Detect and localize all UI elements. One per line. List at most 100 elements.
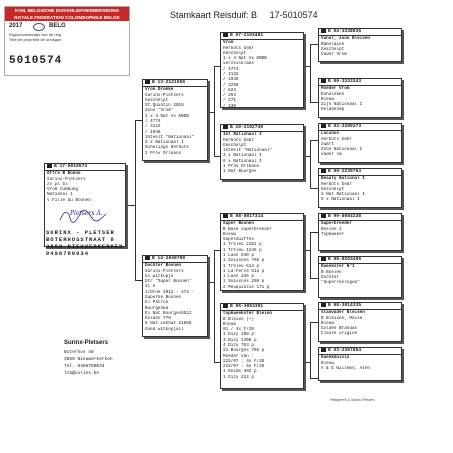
pigeon-card-dsd[interactable]: B 98-8203406 Kweekster N°1 B Boelen Doch…	[318, 256, 402, 298]
card-line: / 3132	[145, 124, 161, 130]
card-line: Golden 770	[145, 316, 171, 322]
certificate-country: BELG	[49, 23, 66, 29]
card-line: Geschelpt	[223, 50, 247, 56]
card-line: B Bleien (+)	[223, 316, 254, 322]
card-line: Dtr "Super Boonen"	[145, 279, 192, 285]
card-line: topkweekster Bleien	[223, 311, 272, 317]
card-line: Schelings Herbots	[145, 145, 189, 151]
ring-header: B 03-2367854	[319, 348, 401, 356]
card-line: 1 Nat Nationaal I	[321, 192, 365, 198]
card-line: Surinx-Pletsers	[145, 92, 184, 98]
ring-header: B 02-3399373	[319, 124, 401, 132]
card-line: El Nat Bourges5512	[145, 310, 192, 316]
connector	[310, 232, 318, 233]
ring-header: B 99-8084238	[319, 214, 401, 222]
owner-stamp: SURINX - PLETSER BOTERHOSSTRAAT 8 3850 N…	[46, 229, 128, 257]
card-line: "Superreologue"	[321, 280, 360, 286]
card-line: Zijn Nationaal I	[321, 102, 363, 108]
pigeon-card-ddd[interactable]: B 03-2367854 Kweekduivin Bleuw A & E Wil…	[318, 347, 402, 381]
email-link[interactable]: lcb@surinx.be	[64, 371, 100, 376]
connector	[304, 156, 310, 157]
connector	[208, 282, 214, 283]
card-line: / 271	[223, 98, 236, 104]
page-title-text: Stamkaart Reisduif: B	[170, 10, 258, 20]
card-line: A & E Willems, Aten	[321, 365, 370, 371]
card-line: Bleuw	[321, 360, 334, 366]
card-line: Super Boonen	[223, 221, 254, 227]
card-line: / 1946	[223, 77, 239, 83]
card-line: Geschelpt	[145, 97, 169, 103]
card-line: 1 Soissons 299 p	[223, 279, 265, 285]
connector	[310, 140, 318, 141]
breeder-address: Surinx-Pletsers Boterhos 48 3850 Nieuwer…	[64, 340, 174, 377]
pigeon-card-sdd[interactable]: B 09-2239763 Beauty National I Herbots G…	[318, 168, 402, 208]
page-title: Stamkaart Reisduif: B 17-5010574	[170, 10, 318, 20]
connector	[310, 44, 318, 45]
card-line: Köhalsben	[321, 91, 345, 97]
card-line: 1 Prov Orléans	[223, 164, 260, 169]
card-line: 224/07 : 4x F/20	[223, 358, 265, 364]
connector	[310, 188, 318, 189]
ring-header: B 98-3014335	[319, 303, 401, 311]
card-line: vader vm	[321, 152, 342, 158]
card-line: Geschelpt	[321, 46, 345, 52]
card-line: Vader Vrom	[321, 52, 347, 58]
card-line: Surinx-Pletsers	[145, 268, 184, 274]
card-line: 01 / 4x F/20	[223, 327, 254, 333]
card-line: Inteelt "Nationaal"	[145, 134, 194, 140]
card-line: B Base superbreeder	[223, 226, 272, 232]
pigeon-card-dss[interactable]: B 99-8084238 Superbreeder Boelen 1 Topkw…	[318, 213, 402, 251]
card-line: Lucanus	[321, 131, 340, 137]
card-line: 1 Reims 492 p	[223, 369, 257, 375]
ring-header: B 17-5010574	[45, 164, 125, 172]
card-line: Herbots Gebr	[223, 137, 254, 143]
card-line: Vrom	[223, 40, 234, 46]
ring-header: B 13-2121055	[143, 80, 207, 88]
certificate-ring-number: 5010574	[9, 55, 63, 67]
card-line: 1 Laon 840 p	[223, 253, 254, 258]
card-line: Beauty National I	[321, 176, 365, 182]
card-line: B Bleisen, Meisa	[321, 315, 363, 321]
connector	[304, 250, 310, 251]
card-line: 1 Tréleu 2181 p	[223, 242, 262, 248]
pigeon-card-dds[interactable]: B 98-3014335 stamvader Bleisen B Bleisen…	[318, 302, 402, 342]
pigeon-card-sss[interactable]: B 04-3338836 Vanor, zoon Bleisen Bábelai…	[318, 28, 402, 62]
signature-scribble	[59, 209, 107, 223]
card-line: 3 Dizy 1308 p	[223, 337, 257, 343]
card-line: Vanor, zoon Bleisen	[321, 36, 370, 42]
card-line: Surinx-Pletsers	[47, 176, 86, 182]
certificate-org-line1: KON. BELGISCHE DUIVENLIEFHEBBERSBOND	[5, 7, 129, 14]
connector	[310, 140, 311, 188]
pigeon-card-ssd[interactable]: B 06-3333343 Moeder Vrom Köhalsben Bleuw…	[318, 78, 402, 118]
card-line: / 3132	[223, 72, 239, 77]
pigeon-card-subject[interactable]: B 17-5010574 Offre B Bonne Surinx-Pletse…	[44, 163, 126, 247]
certificate-owner-fr: Titre de propriété de la bague	[9, 37, 62, 42]
card-line: verzeilklaas	[223, 61, 254, 67]
card-line: 3 x Nationaal I	[223, 153, 262, 159]
pigeon-card-sire-sire[interactable]: B 07-2103481 Vrom Herbots Gebr Geschelpt…	[220, 32, 304, 109]
card-line: Topkweker	[321, 231, 345, 237]
card-line: zv pl bl	[47, 181, 68, 187]
card-line: / 253	[223, 93, 236, 99]
ring-header: B 04-3338836	[319, 29, 401, 37]
card-line: Bleuw	[321, 320, 334, 326]
card-line: Int Nationaal I	[223, 132, 262, 138]
card-line: 1 Tréleu 614 p	[223, 263, 260, 269]
pigeon-card-dam-dam[interactable]: B 05-3053301 topkweekster Bleien B Bleie…	[220, 303, 304, 389]
card-line: Bleuw	[321, 96, 334, 102]
pigeon-card-dam[interactable]: B 14-2049799 Dochter Boonen Surinx-Plets…	[142, 255, 208, 337]
card-line: Geschelpt	[321, 186, 345, 192]
pigeon-card-dam-sire[interactable]: B 08-8017314 Super Boonen B Base superbr…	[220, 213, 304, 291]
card-line: 4 Dizy 753 p	[223, 343, 254, 348]
signature-text: Pletsers A.	[70, 210, 103, 217]
card-line: Heldekomp	[321, 107, 345, 113]
connector	[135, 280, 142, 281]
card-line: / 136	[223, 103, 236, 109]
card-line: St.Quintin 2015	[145, 103, 184, 109]
pigeon-card-sds[interactable]: B 02-3399373 Lucanus Herbots Gebr zwart …	[318, 123, 402, 163]
connector	[135, 120, 136, 280]
pigeon-card-sire[interactable]: B 13-2121055 Vrom Dromke Surinx-Pletsers…	[142, 79, 208, 161]
pigeon-card-sire-dam[interactable]: B 10-2192730 Int Nationaal I Herbots Geb…	[220, 124, 304, 180]
card-line: 1/Orne 2012 - 474 -	[145, 289, 194, 295]
connector	[310, 232, 311, 278]
